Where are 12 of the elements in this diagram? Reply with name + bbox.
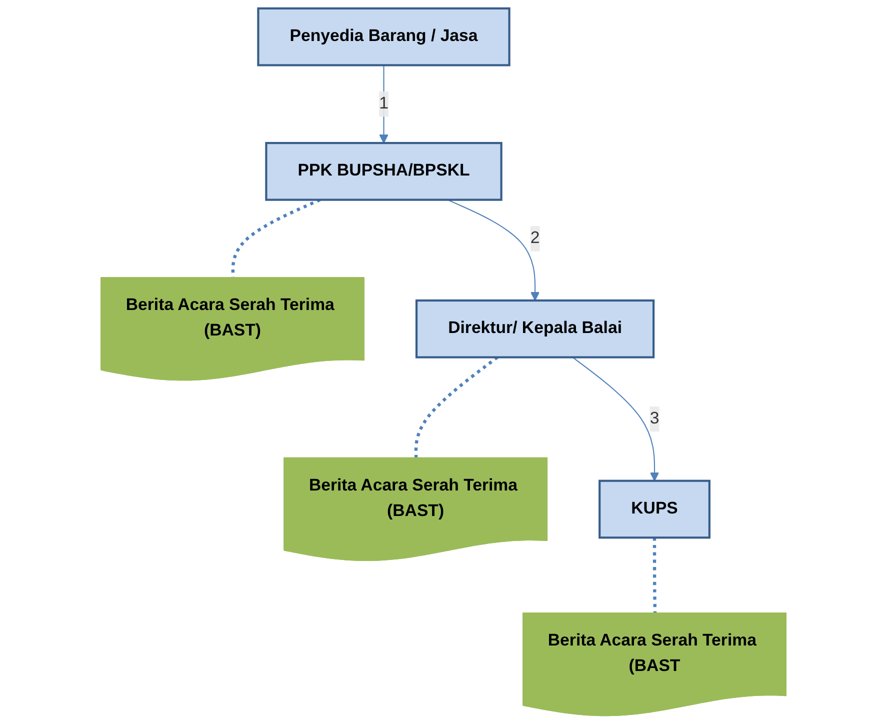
edge-label: 3 (650, 410, 660, 428)
edge-label: 1 (379, 94, 388, 113)
edge-label: 2 (530, 229, 540, 248)
node-box: PPK BUPSHA/BPSKL (265, 142, 502, 201)
arrow (447, 199, 540, 301)
node-box: KUPS (598, 480, 710, 539)
arrow (379, 65, 388, 144)
node-box: Penyedia Barang / Jasa (257, 7, 510, 66)
connector (414, 356, 498, 459)
arrow (572, 356, 660, 482)
connector (652, 538, 657, 614)
node-box: Direktur/ Kepala Balai (415, 299, 655, 358)
